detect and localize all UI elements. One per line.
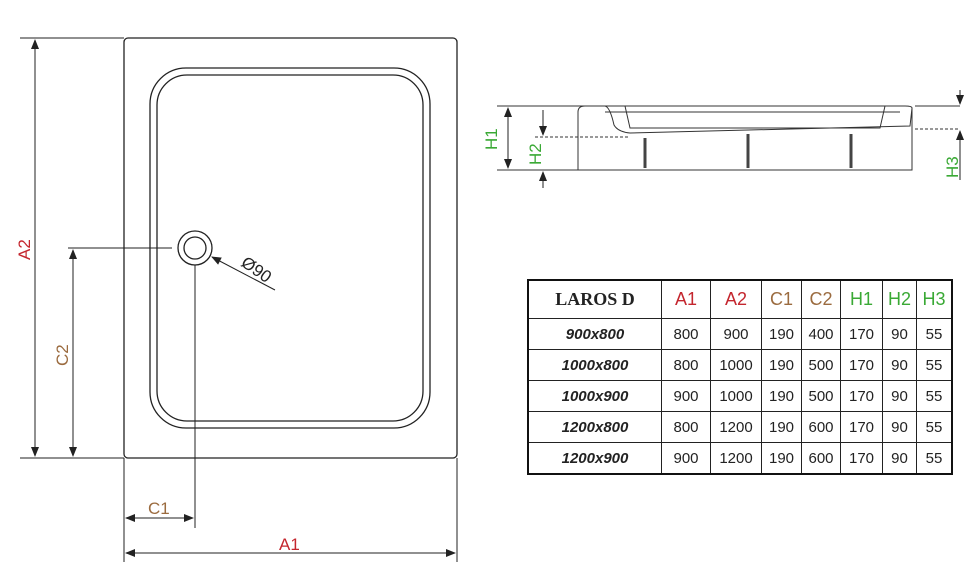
model-cell: 1000x900	[527, 380, 662, 412]
header-c2: C2	[801, 279, 841, 319]
value-cell: 90	[882, 442, 917, 475]
value-cell: 190	[761, 442, 802, 475]
value-cell: 170	[840, 318, 883, 350]
value-cell: 90	[882, 411, 917, 443]
a1-label: A1	[279, 535, 300, 554]
value-cell: 55	[916, 349, 953, 381]
value-cell: 170	[840, 349, 883, 381]
value-cell: 500	[801, 380, 841, 412]
h2-label: H2	[526, 143, 545, 165]
c1-label: C1	[148, 499, 170, 518]
value-cell: 900	[661, 442, 711, 475]
header-h1: H1	[840, 279, 883, 319]
drain-diameter-label: Ø90	[238, 253, 275, 287]
table-header-row: LAROS D A1 A2 C1 C2 H1 H2 H3	[527, 279, 953, 319]
value-cell: 900	[661, 380, 711, 412]
model-cell: 1200x900	[527, 442, 662, 475]
value-cell: 190	[761, 411, 802, 443]
value-cell: 90	[882, 380, 917, 412]
value-cell: 900	[710, 318, 762, 350]
model-cell: 1000x800	[527, 349, 662, 381]
leg-icon	[643, 134, 853, 168]
value-cell: 500	[801, 349, 841, 381]
value-cell: 55	[916, 380, 953, 412]
header-c1: C1	[761, 279, 802, 319]
value-cell: 1200	[710, 411, 762, 443]
a2-label: A2	[15, 239, 34, 260]
value-cell: 55	[916, 411, 953, 443]
value-cell: 600	[801, 411, 841, 443]
header-h2: H2	[882, 279, 917, 319]
h1-label: H1	[482, 128, 501, 150]
h3-label: H3	[943, 156, 962, 178]
c2-label: C2	[53, 344, 72, 366]
value-cell: 170	[840, 442, 883, 475]
value-cell: 55	[916, 318, 953, 350]
value-cell: 170	[840, 380, 883, 412]
value-cell: 1200	[710, 442, 762, 475]
value-cell: 90	[882, 349, 917, 381]
value-cell: 800	[661, 349, 711, 381]
value-cell: 400	[801, 318, 841, 350]
value-cell: 190	[761, 349, 802, 381]
value-cell: 1000	[710, 349, 762, 381]
header-h3: H3	[916, 279, 953, 319]
value-cell: 600	[801, 442, 841, 475]
value-cell: 190	[761, 318, 802, 350]
value-cell: 170	[840, 411, 883, 443]
value-cell: 90	[882, 318, 917, 350]
value-cell: 1000	[710, 380, 762, 412]
side-view	[497, 90, 964, 188]
value-cell: 190	[761, 380, 802, 412]
table-title: LAROS D	[527, 279, 662, 319]
model-cell: 1200x800	[527, 411, 662, 443]
header-a2: A2	[710, 279, 762, 319]
header-a1: A1	[661, 279, 711, 319]
value-cell: 55	[916, 442, 953, 475]
drain-icon	[177, 230, 213, 266]
model-cell: 900x800	[527, 318, 662, 350]
plan-view	[20, 37, 458, 562]
value-cell: 800	[661, 318, 711, 350]
value-cell: 800	[661, 411, 711, 443]
